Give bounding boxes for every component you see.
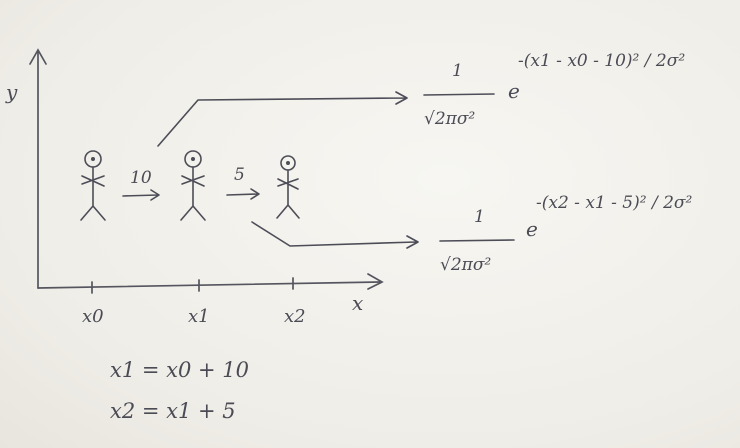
x-axis-ticks: x0 x1 x2 — [82, 277, 306, 327]
formula-upper-fraction-bar — [423, 93, 495, 96]
gaussian-formula-upper: 1 √2πσ² e -(x1 - x0 - 10)² / 2σ² — [423, 51, 685, 129]
formula-lower-exponent: -(x2 - x1 - 5)² / 2σ² — [536, 193, 693, 213]
position-equations: x1 = x0 + 10 x2 = x1 + 5 — [110, 358, 249, 423]
robot-figure-2 — [180, 150, 206, 221]
tick-label-x0: x0 — [82, 306, 104, 327]
y-axis-arrowhead — [29, 48, 47, 65]
step-1-label: 10 — [130, 168, 152, 188]
motion-step-2: 5 — [226, 165, 260, 200]
motion-step-1: 10 — [122, 168, 160, 201]
x-axis-arrowhead — [367, 273, 384, 290]
x-axis — [37, 281, 381, 289]
y-axis-label: y — [5, 80, 18, 104]
equation-1: x1 = x0 + 10 — [110, 358, 249, 382]
step-2-label: 5 — [234, 165, 245, 185]
equation-2: x2 = x1 + 5 — [110, 399, 236, 423]
step-2-arrow — [226, 188, 260, 200]
robot-figure-1 — [80, 150, 106, 221]
leader-arrow-lower — [251, 221, 419, 249]
leader-arrow-upper — [157, 91, 408, 147]
formula-upper-base: e — [508, 79, 520, 103]
formula-upper-denominator: √2πσ² — [424, 109, 475, 129]
tick-label-x2: x2 — [284, 306, 306, 327]
formula-upper-numerator: 1 — [452, 61, 463, 81]
formula-lower-denominator: √2πσ² — [440, 255, 491, 275]
tick-label-x1: x1 — [188, 306, 210, 327]
formula-lower-base: e — [526, 217, 538, 241]
x-axis-label: x — [352, 291, 363, 315]
formula-lower-fraction-bar — [439, 239, 515, 242]
robot-figure-3 — [276, 155, 300, 219]
formula-lower-numerator: 1 — [474, 207, 485, 227]
step-1-arrow — [122, 189, 160, 201]
coordinate-axes: y x — [5, 48, 384, 315]
formula-upper-exponent: -(x1 - x0 - 10)² / 2σ² — [518, 51, 685, 71]
gaussian-formula-lower: 1 √2πσ² e -(x2 - x1 - 5)² / 2σ² — [439, 193, 693, 275]
